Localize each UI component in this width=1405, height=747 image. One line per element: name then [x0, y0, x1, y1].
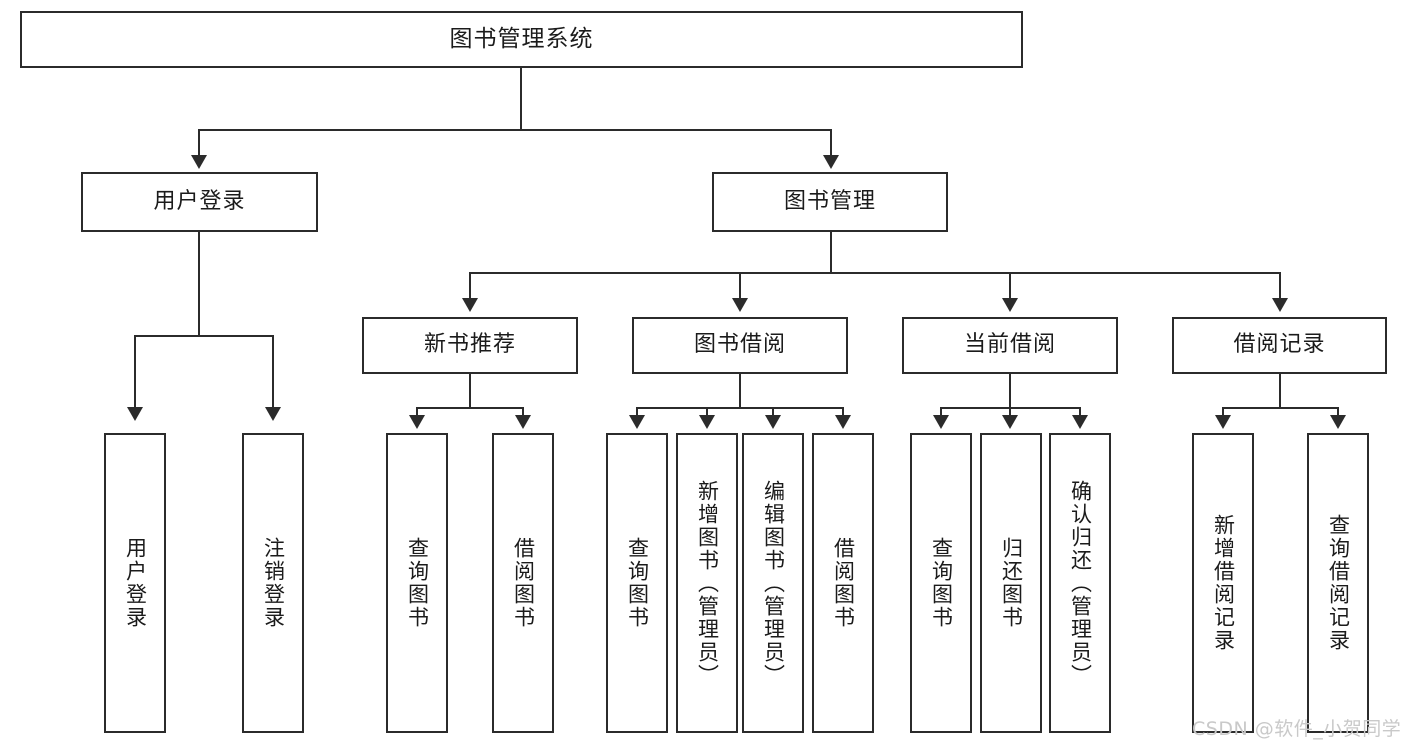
- node-label: 查询借阅记录: [1326, 514, 1351, 652]
- node-label: 编辑图书（管理员）: [761, 479, 786, 687]
- arrow-br-to-leaf-2: [1330, 415, 1346, 429]
- connector-br-to-leaf-1: [1222, 407, 1224, 416]
- node-borrow-record[interactable]: 借阅记录: [1172, 317, 1387, 374]
- connector-book-borrow-bus: [636, 407, 843, 409]
- arrow-bb-to-leaf-2: [699, 415, 715, 429]
- connector-book-borrow-stem: [739, 374, 741, 408]
- connector-root-bus: [198, 129, 832, 131]
- leaf-new-book-borrow-book[interactable]: 借阅图书: [492, 433, 554, 733]
- arrow-cb-to-leaf-2: [1002, 415, 1018, 429]
- node-label: 借阅图书: [511, 537, 536, 629]
- arrow-cb-to-leaf-3: [1072, 415, 1088, 429]
- connector-book-management-bus: [469, 272, 1281, 274]
- leaf-book-borrow-add-book-admin[interactable]: 新增图书（管理员）: [676, 433, 738, 733]
- connector-bb-to-leaf-3: [772, 407, 774, 416]
- leaf-current-borrow-confirm-return-admin[interactable]: 确认归还（管理员）: [1049, 433, 1111, 733]
- leaf-book-borrow-borrow-book[interactable]: 借阅图书: [812, 433, 874, 733]
- connector-borrow-record-stem: [1279, 374, 1281, 408]
- node-user-login[interactable]: 用户登录: [81, 172, 318, 232]
- node-label: 图书管理: [783, 188, 876, 214]
- node-label: 新书推荐: [423, 332, 516, 358]
- node-label: 图书管理系统: [449, 25, 594, 52]
- connector-user-login-bus: [134, 335, 272, 337]
- connector-root-to-book-management: [830, 129, 832, 156]
- arrow-user-login-to-leaf-1: [127, 407, 143, 421]
- connector-borrow-record-bus: [1222, 407, 1337, 409]
- node-label: 用户登录: [123, 537, 148, 629]
- node-root-book-management-system[interactable]: 图书管理系统: [20, 11, 1023, 68]
- leaf-current-borrow-query-book[interactable]: 查询图书: [910, 433, 972, 733]
- node-book-borrow[interactable]: 图书借阅: [632, 317, 848, 374]
- arrow-root-to-user-login: [191, 155, 207, 169]
- leaf-book-borrow-edit-book-admin[interactable]: 编辑图书（管理员）: [742, 433, 804, 733]
- node-label: 新增借阅记录: [1211, 514, 1236, 652]
- connector-nb-to-leaf-2: [522, 407, 524, 416]
- leaf-borrow-record-add-record[interactable]: 新增借阅记录: [1192, 433, 1254, 733]
- connector-nb-to-leaf-1: [416, 407, 418, 416]
- arrow-bb-to-leaf-1: [629, 415, 645, 429]
- connector-br-to-leaf-2: [1337, 407, 1339, 416]
- node-label: 借阅记录: [1233, 332, 1326, 358]
- arrow-nb-to-leaf-1: [409, 415, 425, 429]
- leaf-book-borrow-query-book[interactable]: 查询图书: [606, 433, 668, 733]
- arrow-bm-to-current-borrow: [1002, 298, 1018, 312]
- node-label: 当前借阅: [963, 332, 1056, 358]
- connector-cb-to-leaf-1: [940, 407, 942, 416]
- node-new-book-recommend[interactable]: 新书推荐: [362, 317, 578, 374]
- connector-bb-to-leaf-2: [706, 407, 708, 416]
- arrow-bm-to-borrow-record: [1272, 298, 1288, 312]
- node-label: 新增图书（管理员）: [695, 479, 720, 687]
- leaf-borrow-record-query-record[interactable]: 查询借阅记录: [1307, 433, 1369, 733]
- arrow-cb-to-leaf-1: [933, 415, 949, 429]
- connector-user-login-to-leaf-2: [272, 335, 274, 408]
- node-label: 注销登录: [261, 537, 286, 629]
- connector-bb-to-leaf-1: [636, 407, 638, 416]
- node-label: 查询图书: [929, 537, 954, 629]
- connector-cb-to-leaf-3: [1079, 407, 1081, 416]
- arrow-bb-to-leaf-3: [765, 415, 781, 429]
- node-label: 借阅图书: [831, 537, 856, 629]
- connector-user-login-to-leaf-1: [134, 335, 136, 408]
- connector-root-stem: [520, 68, 522, 130]
- connector-bb-to-leaf-4: [842, 407, 844, 416]
- node-current-borrow[interactable]: 当前借阅: [902, 317, 1118, 374]
- leaf-user-login-logout[interactable]: 注销登录: [242, 433, 304, 733]
- connector-new-book-bus: [416, 407, 522, 409]
- connector-bm-to-book-borrow: [739, 272, 741, 299]
- node-label: 查询图书: [625, 537, 650, 629]
- connector-bm-to-borrow-record: [1279, 272, 1281, 299]
- node-label: 归还图书: [999, 537, 1024, 629]
- node-book-management[interactable]: 图书管理: [712, 172, 948, 232]
- connector-user-login-stem: [198, 232, 200, 336]
- leaf-new-book-query-book[interactable]: 查询图书: [386, 433, 448, 733]
- arrow-bb-to-leaf-4: [835, 415, 851, 429]
- arrow-bm-to-new-book: [462, 298, 478, 312]
- connector-new-book-stem: [469, 374, 471, 408]
- node-label: 查询图书: [405, 537, 430, 629]
- connector-cb-to-leaf-2: [1009, 407, 1011, 416]
- node-label: 用户登录: [153, 188, 246, 214]
- watermark-csdn: CSDN @软件_小贺同学: [1192, 718, 1402, 740]
- arrow-root-to-book-management: [823, 155, 839, 169]
- arrow-nb-to-leaf-2: [515, 415, 531, 429]
- arrow-user-login-to-leaf-2: [265, 407, 281, 421]
- leaf-user-login-login[interactable]: 用户登录: [104, 433, 166, 733]
- arrow-bm-to-book-borrow: [732, 298, 748, 312]
- connector-root-to-user-login: [198, 129, 200, 156]
- connector-current-borrow-stem: [1009, 374, 1011, 408]
- connector-bm-to-new-book: [469, 272, 471, 299]
- leaf-current-borrow-return-book[interactable]: 归还图书: [980, 433, 1042, 733]
- arrow-br-to-leaf-1: [1215, 415, 1231, 429]
- connector-book-management-stem: [830, 232, 832, 273]
- node-label: 图书借阅: [693, 332, 786, 358]
- connector-bm-to-current-borrow: [1009, 272, 1011, 299]
- node-label: 确认归还（管理员）: [1068, 479, 1093, 687]
